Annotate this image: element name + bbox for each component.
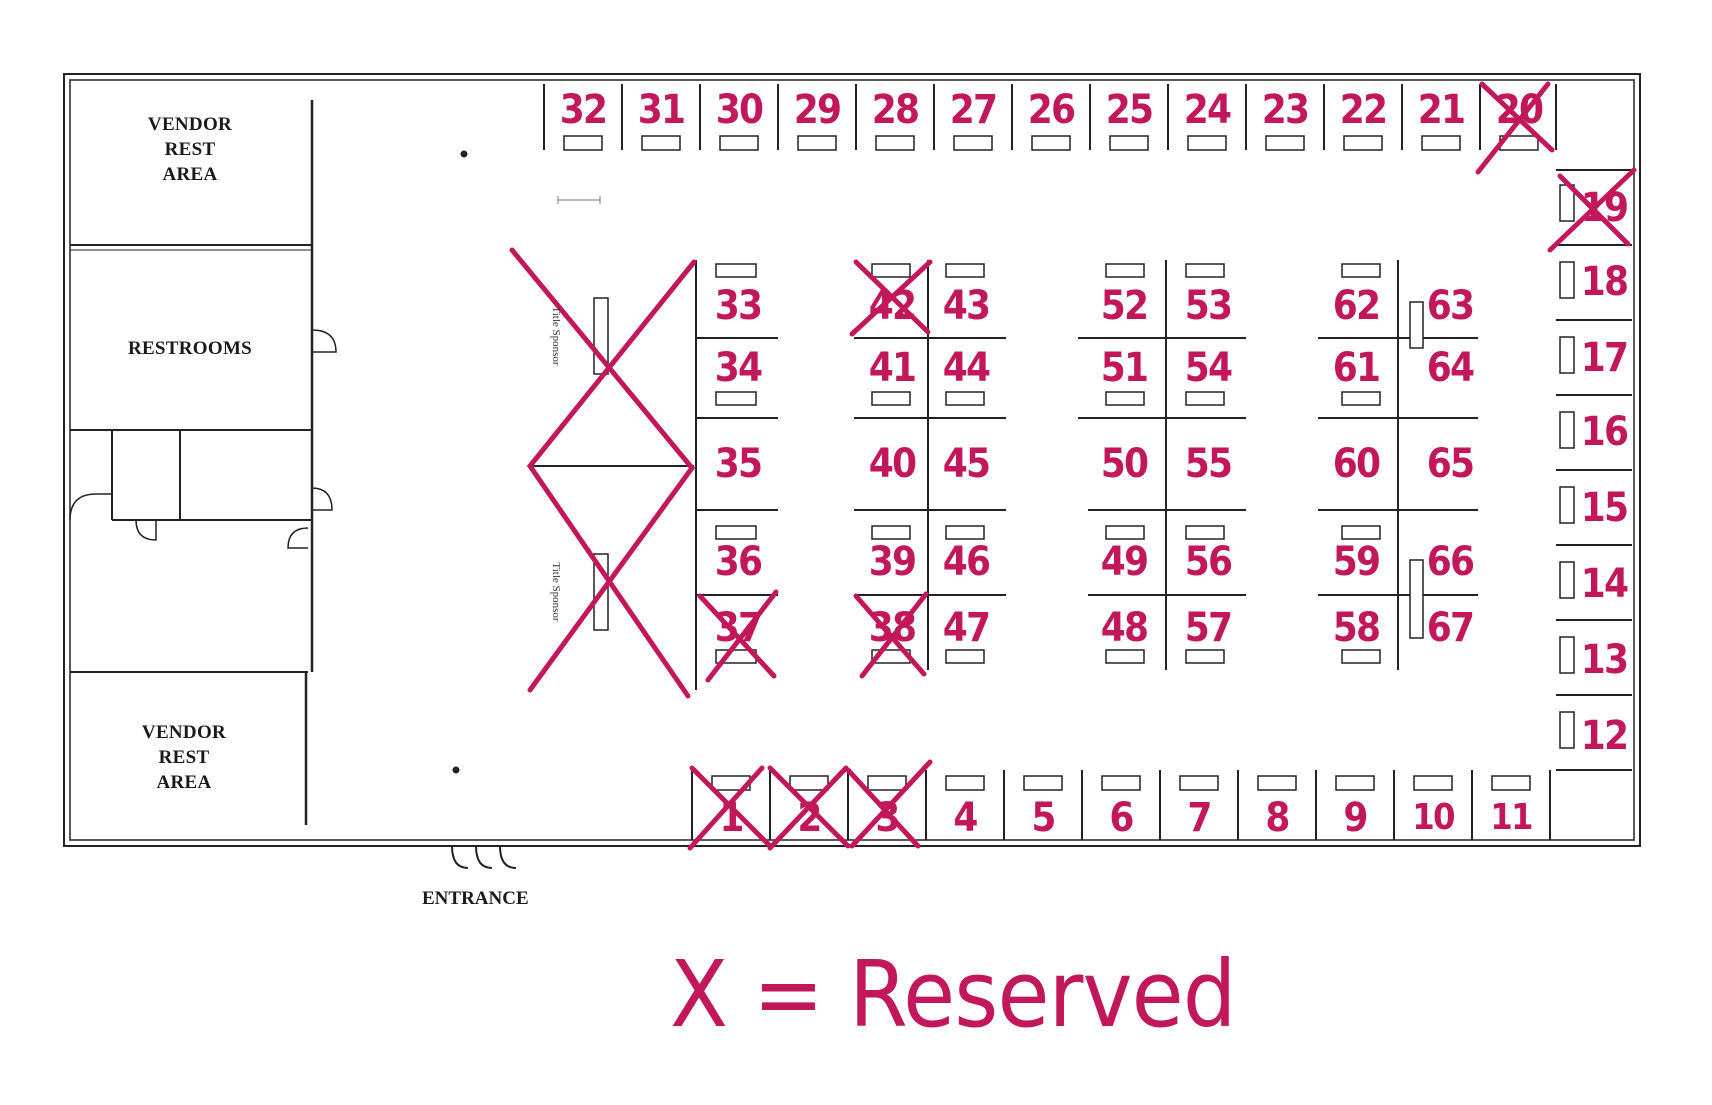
booth-35: 35: [714, 441, 763, 487]
booth-32: 32: [559, 87, 608, 133]
booth-28: 28: [871, 87, 920, 133]
booth-14: 14: [1580, 561, 1629, 607]
booth-38: 38: [868, 605, 917, 651]
booth-5: 5: [1031, 795, 1056, 841]
booth-34: 34: [714, 345, 763, 391]
booth-59: 59: [1332, 539, 1381, 585]
booth-17: 17: [1580, 335, 1629, 381]
booth-25: 25: [1105, 87, 1154, 133]
booth-61: 61: [1332, 345, 1381, 391]
title-sponsor-label-top: Title Sponsor: [550, 306, 562, 366]
reserved-x-sponsor-a: [509, 247, 696, 693]
booth-19: 19: [1580, 185, 1629, 231]
booth-51: 51: [1100, 345, 1149, 391]
reserved-legend: X = Reserved: [670, 941, 1237, 1048]
booth-13: 13: [1580, 637, 1629, 683]
booth-4: 4: [953, 795, 978, 841]
booth-22: 22: [1339, 87, 1388, 133]
booth-37: 37: [714, 605, 763, 651]
vendor-rest-area-bottom: VENDOR REST AREA: [141, 722, 227, 793]
booth-11: 11: [1490, 797, 1533, 838]
booth-18: 18: [1580, 259, 1629, 305]
booth-31: 31: [637, 87, 686, 133]
booth-30: 30: [715, 87, 764, 133]
entrance-label: ENTRANCE: [422, 888, 529, 909]
booth-2: 2: [797, 795, 822, 841]
booth-46: 46: [942, 539, 991, 585]
building-outline-outer: [63, 73, 1641, 847]
booth-15: 15: [1580, 485, 1629, 531]
booth-12: 12: [1580, 713, 1629, 759]
title-sponsor-label-bottom: Title Sponsor: [550, 562, 562, 622]
booth-16: 16: [1580, 409, 1629, 455]
vendor-rest-area-top: VENDOR REST AREA: [147, 114, 233, 185]
booth-63: 63: [1426, 283, 1475, 329]
booth-26: 26: [1027, 87, 1076, 133]
booth-56: 56: [1184, 539, 1233, 585]
restrooms-label: RESTROOMS: [127, 338, 253, 359]
booth-10: 10: [1412, 797, 1455, 838]
reserved-x-3: [845, 759, 933, 849]
booth-21: 21: [1417, 87, 1466, 133]
booth-20: 20: [1495, 87, 1544, 133]
booth-67: 67: [1426, 605, 1475, 651]
booth-57: 57: [1184, 605, 1233, 651]
booth-53: 53: [1184, 283, 1233, 329]
booth-64: 64: [1426, 345, 1475, 391]
booth-9: 9: [1343, 795, 1368, 841]
booth-33: 33: [714, 283, 763, 329]
booth-27: 27: [949, 87, 998, 133]
booth-6: 6: [1109, 795, 1134, 841]
booth-24: 24: [1183, 87, 1232, 133]
booth-66: 66: [1426, 539, 1475, 585]
booth-29: 29: [793, 87, 842, 133]
booth-8: 8: [1265, 795, 1290, 841]
booth-52: 52: [1100, 283, 1149, 329]
booth-42: 42: [868, 283, 917, 329]
booth-44: 44: [942, 345, 991, 391]
reserved-marks: [509, 81, 1637, 851]
booth-48: 48: [1100, 605, 1149, 651]
booth-41: 41: [868, 345, 917, 391]
booth-49: 49: [1100, 539, 1149, 585]
booth-65: 65: [1426, 441, 1475, 487]
booth-23: 23: [1261, 87, 1310, 133]
booth-39: 39: [868, 539, 917, 585]
reserved-x-19: [1547, 167, 1637, 253]
building-outline-inner: [69, 79, 1635, 841]
reserved-x-42: [849, 259, 933, 337]
booth-62: 62: [1332, 283, 1381, 329]
booth-58: 58: [1332, 605, 1381, 651]
booth-47: 47: [942, 605, 991, 651]
booth-45: 45: [942, 441, 991, 487]
booth-50: 50: [1100, 441, 1149, 487]
booth-3: 3: [875, 795, 900, 841]
booth-40: 40: [868, 441, 917, 487]
reserved-x-37: [697, 589, 779, 683]
reserved-x-sponsor-b: [526, 259, 697, 699]
booth-54: 54: [1184, 345, 1233, 391]
booth-43: 43: [942, 283, 991, 329]
reserved-x-38: [853, 591, 929, 679]
reserved-x-1: [687, 765, 773, 851]
booth-55: 55: [1184, 441, 1233, 487]
booth-60: 60: [1332, 441, 1381, 487]
reserved-x-20: [1475, 81, 1555, 175]
booth-1: 1: [719, 795, 744, 841]
booth-7: 7: [1187, 795, 1212, 841]
booth-36: 36: [714, 539, 763, 585]
reserved-x-2: [767, 765, 851, 851]
